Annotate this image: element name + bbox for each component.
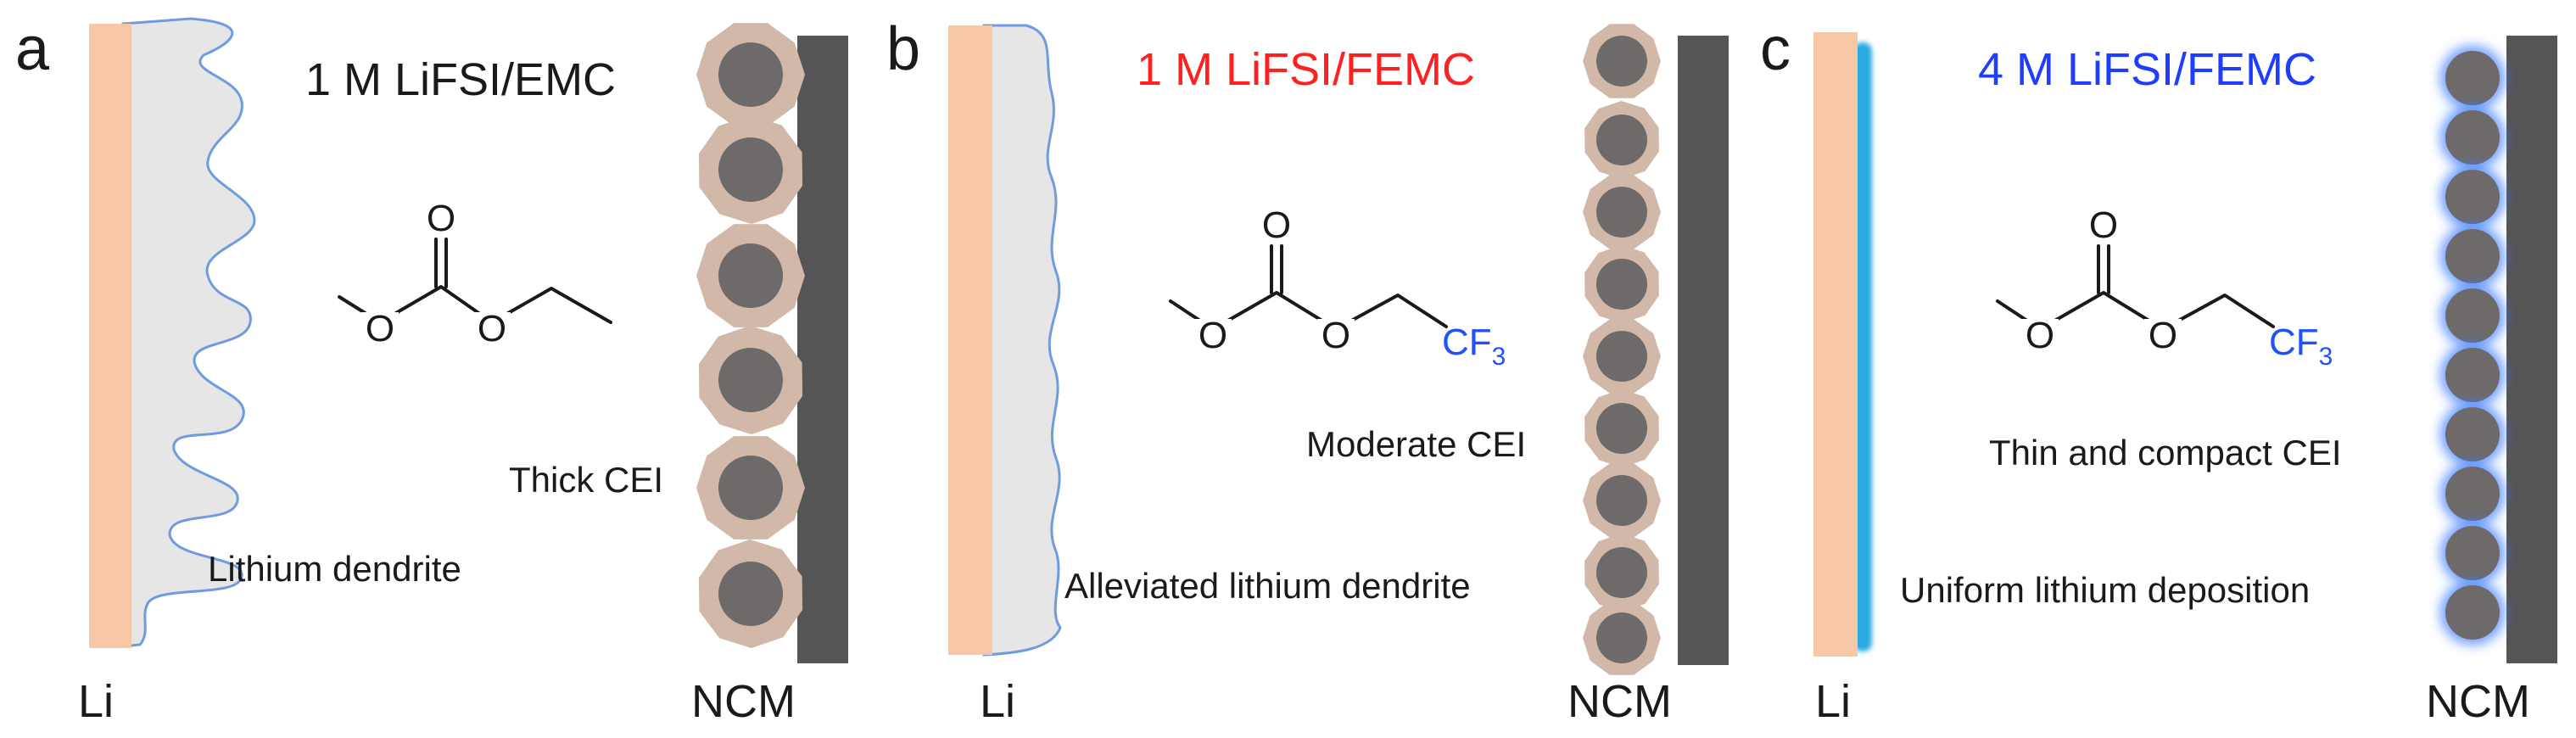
cei-label-c: Thin and compact CEI (1989, 433, 2342, 472)
ether-oxygen-right-b: O (1322, 315, 1350, 356)
ncm-b-particle-1 (1596, 36, 1647, 87)
cei-label-b: Moderate CEI (1306, 424, 1526, 464)
ncm-c-particle-6 (2445, 348, 2500, 402)
ncm-c-particle-7 (2445, 407, 2500, 461)
lithium-anode-c (1813, 32, 1858, 657)
alleviated-dendrite-shape (982, 24, 1062, 657)
panel-letter-c: c (1760, 15, 1791, 83)
panel-b: b Li 1 M LiFSI/FEMC O O O CF3 Moderate C… (886, 15, 1729, 727)
li-label-a: Lithium dendrite (208, 549, 461, 589)
ncm-c-particle-8 (2445, 467, 2500, 521)
emc-molecule: O O O (338, 198, 612, 349)
cathode-label-a: NCM (691, 676, 796, 727)
li-label-c: Uniform lithium deposition (1900, 570, 2310, 610)
ncm-b-particle-7 (1596, 475, 1647, 526)
anode-label-c: Li (1815, 676, 1851, 727)
cathode-label-c: NCM (2426, 676, 2530, 727)
ncm-c-particle-10 (2445, 585, 2500, 640)
ncm-particles-a (696, 23, 805, 648)
cathode-collector-b (1678, 36, 1729, 665)
ncm-particles-b (1583, 24, 1661, 675)
ncm-b-particle-4 (1596, 259, 1647, 310)
panel-a: a Li 1 M LiFSI/EMC O O O Thick CEI Lithi… (15, 15, 848, 727)
ncm-a-particle-1 (718, 42, 783, 107)
lithium-anode-b (948, 25, 992, 655)
cf3-group-c: CF3 (2269, 321, 2333, 371)
ncm-b-particle-5 (1596, 331, 1647, 382)
carbonyl-oxygen-b: O (1262, 204, 1291, 246)
ncm-a-particle-6 (718, 562, 783, 626)
anode-label-b: Li (980, 676, 1015, 727)
ether-oxygen-left-a: O (366, 308, 394, 349)
femc-molecule-c: O O O CF3 (1996, 204, 2333, 371)
ncm-b-particle-3 (1596, 187, 1647, 238)
electrolyte-title-a: 1 M LiFSI/EMC (305, 54, 616, 105)
ncm-particles-c (2440, 46, 2505, 645)
carbonyl-oxygen-c: O (2089, 204, 2118, 246)
ncm-a-particle-4 (718, 348, 783, 412)
ncm-c-particle-5 (2445, 288, 2500, 343)
ncm-c-particle-2 (2445, 110, 2500, 165)
cei-label-a: Thick CEI (509, 460, 663, 500)
ncm-c-particle-4 (2445, 229, 2500, 283)
ncm-a-particle-5 (718, 456, 783, 520)
cathode-collector-c (2506, 36, 2557, 663)
ncm-c-particle-9 (2445, 526, 2500, 580)
uniform-deposition-layer (1856, 47, 1868, 647)
ether-oxygen-left-c: O (2026, 315, 2054, 356)
ncm-b-particle-9 (1596, 612, 1647, 663)
ncm-c-particle-3 (2445, 170, 2500, 224)
ncm-c-particle-1 (2445, 51, 2500, 105)
ether-oxygen-right-c: O (2149, 315, 2177, 356)
femc-molecule-b: O O O CF3 (1169, 204, 1506, 371)
panel-letter-a: a (15, 15, 50, 83)
li-label-b: Alleviated lithium dendrite (1064, 566, 1471, 606)
ncm-b-particle-6 (1596, 403, 1647, 454)
electrolyte-title-b: 1 M LiFSI/FEMC (1137, 44, 1475, 95)
cathode-collector-a (797, 36, 848, 663)
lithium-dendrite-shape (121, 17, 256, 648)
ether-oxygen-left-b: O (1199, 315, 1227, 356)
ncm-b-particle-2 (1596, 115, 1647, 165)
ncm-b-particle-8 (1596, 547, 1647, 598)
panel-letter-b: b (886, 15, 920, 83)
ncm-a-particle-2 (718, 137, 783, 202)
anode-label-a: Li (78, 676, 114, 727)
cf3-group-b: CF3 (1442, 321, 1506, 371)
panel-c: c Li 4 M LiFSI/FEMC O O O CF3 Thin and c… (1760, 15, 2557, 727)
lithium-anode (89, 24, 131, 648)
carbonyl-oxygen-a: O (427, 198, 455, 239)
ether-oxygen-right-a: O (478, 308, 506, 349)
ncm-a-particle-3 (718, 243, 783, 308)
cathode-label-b: NCM (1567, 676, 1672, 727)
electrolyte-title-c: 4 M LiFSI/FEMC (1978, 44, 2316, 95)
